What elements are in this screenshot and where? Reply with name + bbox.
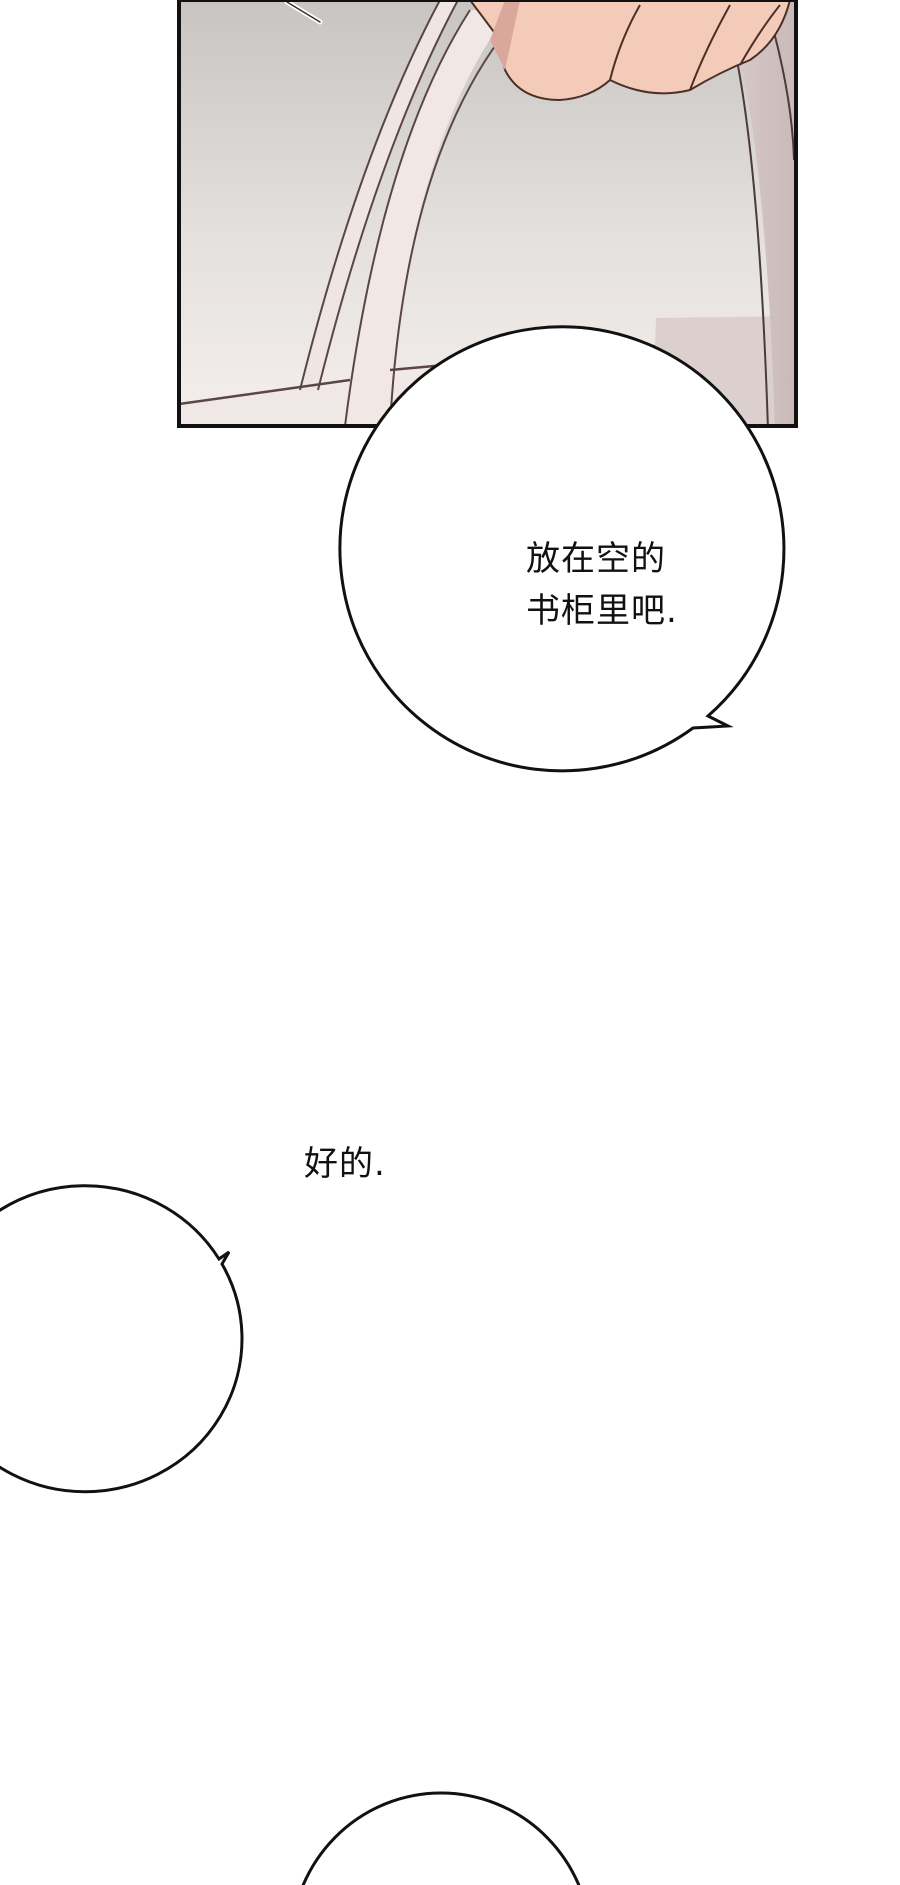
- bubble-2-text: 好的.: [304, 1144, 386, 1184]
- speech-bubble-1: [338, 325, 786, 773]
- speech-bubble-2: [0, 1184, 244, 1494]
- speech-bubble-3: [301, 1791, 581, 1885]
- bubble-1-text: 放在空的 书柜里吧.: [526, 539, 678, 631]
- comic-panel: [177, 0, 798, 428]
